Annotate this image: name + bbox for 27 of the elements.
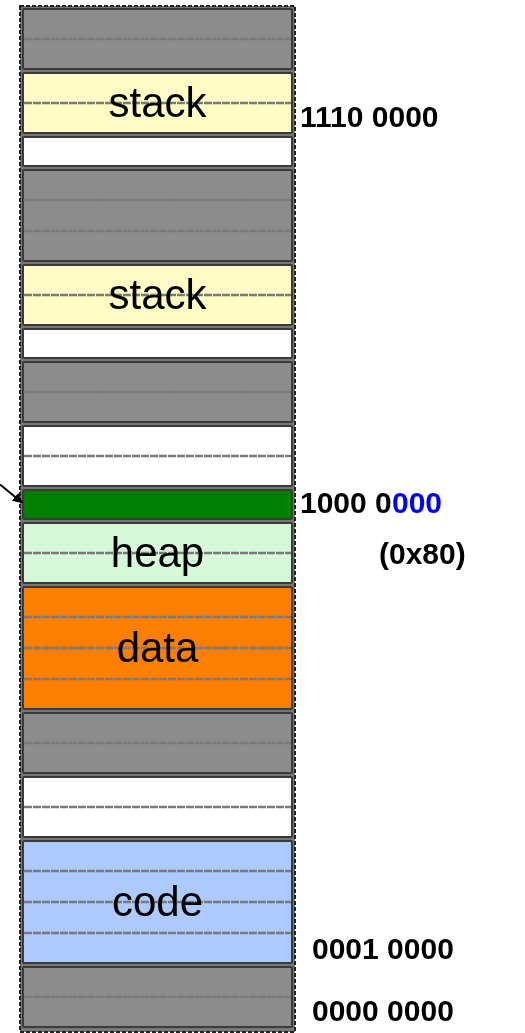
unused-memory-block: [22, 169, 293, 262]
stack-segment: [22, 72, 293, 134]
address-label: 000: [392, 488, 443, 518]
address-label: 0001 0000: [312, 934, 454, 964]
stack-segment: [22, 264, 293, 326]
unused-memory-block: [22, 361, 293, 423]
segment-label: data: [116, 627, 199, 669]
address-label: 1110 0000: [300, 102, 439, 132]
pointer-arrow: [0, 483, 23, 504]
heap-segment: [22, 522, 293, 584]
heap-pointer-block: [22, 489, 293, 520]
segment-label: heap: [110, 532, 205, 574]
segment-label: stack: [108, 274, 207, 316]
data-segment: [22, 586, 293, 710]
unused-memory-block: [22, 8, 293, 70]
address-label: 0000 0000: [312, 996, 454, 1026]
segment-label: stack: [108, 82, 207, 124]
segment-label: code: [111, 881, 204, 923]
unused-memory-block: [22, 712, 293, 774]
code-segment: [22, 840, 293, 964]
address-label: 1000 0: [300, 488, 392, 518]
free-memory-block: [22, 776, 293, 838]
free-memory-block: [22, 425, 293, 487]
free-memory-block: [22, 136, 293, 167]
unused-memory-block: [22, 966, 293, 1028]
address-label: (0x80): [379, 539, 466, 569]
free-memory-block: [22, 328, 293, 359]
